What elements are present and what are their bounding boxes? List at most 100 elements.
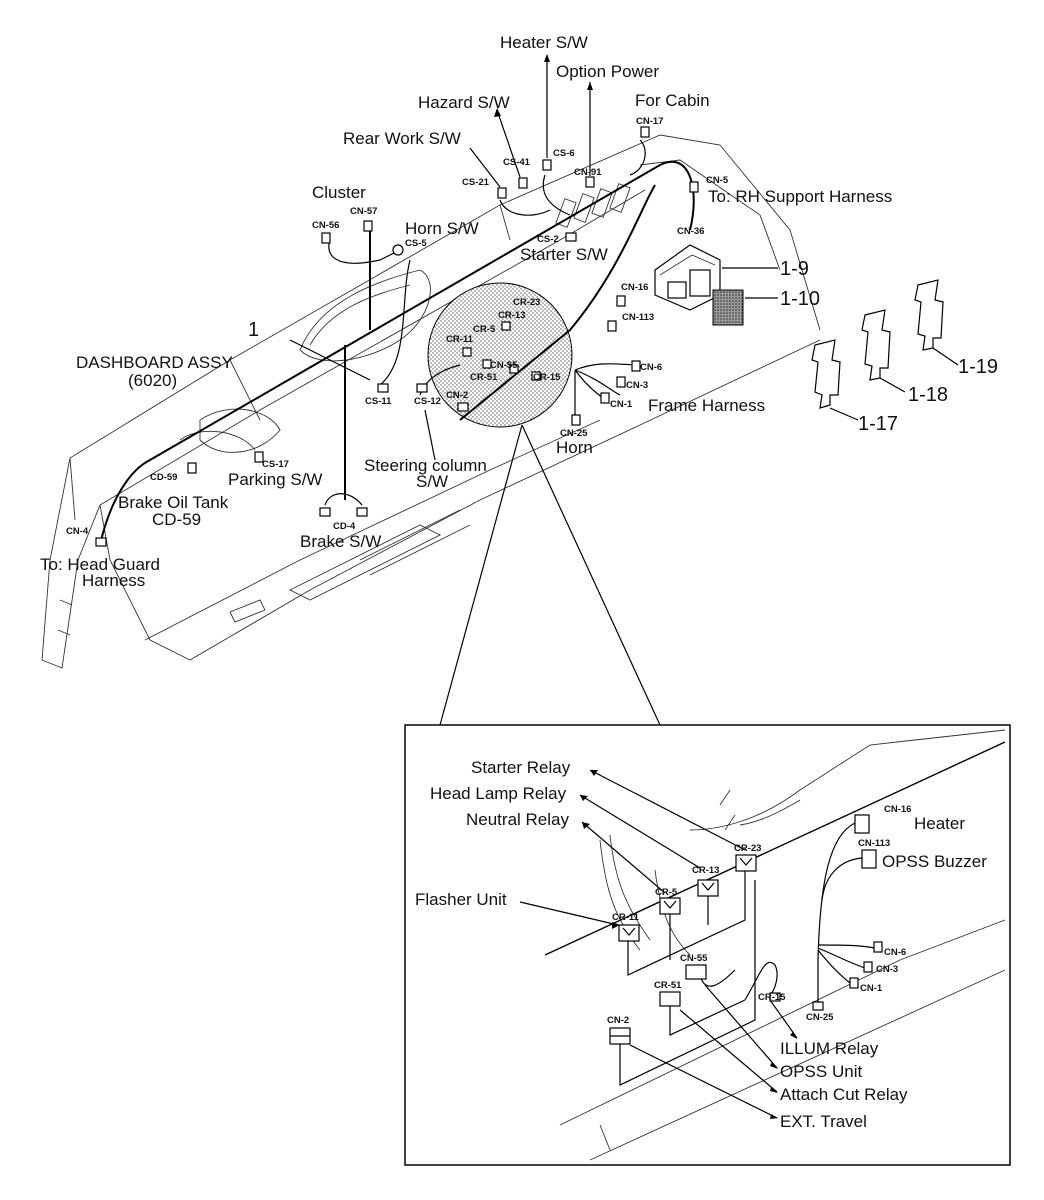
conn-cs12: CS-12 bbox=[414, 396, 441, 407]
detail-conn-cn16: CN-16 bbox=[884, 804, 911, 815]
label-neutral-relay: Neutral Relay bbox=[466, 810, 569, 829]
detail-conn-cn6: CN-6 bbox=[884, 947, 906, 958]
detail-wires bbox=[619, 822, 876, 1086]
label-attach-cut-relay: Attach Cut Relay bbox=[780, 1085, 908, 1104]
conn-cs5: CS-5 bbox=[405, 238, 427, 249]
conn-cn5: CN-5 bbox=[706, 175, 729, 186]
label-heater-sw: Heater S/W bbox=[500, 33, 588, 52]
label-to-head-guard-harness: Harness bbox=[82, 571, 145, 590]
conn-cs6: CS-6 bbox=[553, 148, 575, 159]
main-leaders bbox=[289, 54, 593, 461]
conn-cn25: CN-25 bbox=[560, 428, 588, 439]
pad-1-10 bbox=[712, 289, 744, 326]
label-for-cabin: For Cabin bbox=[635, 91, 710, 110]
label-ext-travel: EXT. Travel bbox=[780, 1112, 867, 1131]
label-option-power: Option Power bbox=[556, 62, 659, 81]
conn-cn113: CN-113 bbox=[622, 312, 654, 323]
label-parking-sw: Parking S/W bbox=[228, 470, 322, 489]
relay-module-1-9 bbox=[654, 244, 721, 311]
label-head-lamp-relay: Head Lamp Relay bbox=[430, 784, 567, 803]
conn-cn2: CN-2 bbox=[446, 390, 468, 401]
branch-wire-a bbox=[459, 184, 656, 421]
label-steering-column: Steering column bbox=[364, 456, 487, 475]
conn-cd59: CD-59 bbox=[150, 472, 177, 483]
part-number-1-17: 1-17 bbox=[858, 413, 898, 435]
label-starter-sw: Starter S/W bbox=[520, 245, 608, 264]
detail-conn-cr51: CR-51 bbox=[654, 980, 682, 991]
label-horn: Horn bbox=[556, 438, 593, 457]
label-horn-sw: Horn S/W bbox=[405, 219, 479, 238]
label-flasher-unit: Flasher Unit bbox=[415, 890, 507, 909]
detail-conn-cn2: CN-2 bbox=[607, 1015, 629, 1026]
label-rear-work-sw: Rear Work S/W bbox=[343, 129, 461, 148]
cs6-wire bbox=[542, 174, 571, 216]
magnifier-leader-right bbox=[521, 424, 661, 726]
conn-cs2: CS-2 bbox=[537, 234, 559, 245]
label-starter-relay: Starter Relay bbox=[471, 758, 571, 777]
main-connector-glyphs bbox=[95, 126, 699, 547]
label-opss-buzzer: OPSS Buzzer bbox=[882, 852, 987, 871]
detail-conn-cr23: CR-23 bbox=[734, 843, 761, 854]
detail-conn-cn55: CN-55 bbox=[680, 953, 708, 964]
detail-conn-cn113: CN-113 bbox=[858, 838, 890, 849]
conn-cr23: CR-23 bbox=[513, 297, 540, 308]
conn-cs41: CS-41 bbox=[503, 157, 531, 168]
magnifier-leader-left bbox=[439, 424, 523, 726]
part-number-1-18: 1-18 bbox=[908, 384, 948, 406]
part-number-1: 1 bbox=[248, 319, 259, 341]
label-to-head-guard: To: Head Guard bbox=[40, 555, 160, 574]
main-harness-wire bbox=[99, 160, 695, 546]
label-steering-column-sw: S/W bbox=[416, 472, 448, 491]
label-opss-unit: OPSS Unit bbox=[780, 1062, 862, 1081]
conn-cn4: CN-4 bbox=[66, 526, 89, 537]
cluster-wire bbox=[328, 239, 401, 264]
label-dashboard-code: (6020) bbox=[128, 371, 177, 390]
conn-cn3: CN-3 bbox=[626, 380, 648, 391]
part-number-1-9: 1-9 bbox=[780, 258, 809, 280]
frame-wires bbox=[574, 363, 641, 420]
bracket-1-17 bbox=[811, 339, 859, 421]
detail-conn-cr5: CR-5 bbox=[655, 887, 678, 898]
detail-conn-cr15: CR-15 bbox=[758, 992, 786, 1003]
detail-conn-cr11: CR-11 bbox=[612, 912, 640, 923]
label-dashboard-assy: DASHBOARD ASSY bbox=[76, 353, 233, 372]
conn-cn6: CN-6 bbox=[640, 362, 662, 373]
cs-wire bbox=[499, 199, 551, 216]
label-cluster: Cluster bbox=[312, 183, 366, 202]
conn-cr15: CR-15 bbox=[533, 372, 561, 383]
magnifier-circle bbox=[427, 282, 573, 428]
label-hazard-sw: Hazard S/W bbox=[418, 93, 510, 112]
label-frame-harness: Frame Harness bbox=[648, 396, 765, 415]
conn-cd4: CD-4 bbox=[333, 521, 356, 532]
detail-conn-cn25: CN-25 bbox=[806, 1012, 834, 1023]
conn-cr51: CR-51 bbox=[470, 372, 498, 383]
part-number-1-10: 1-10 bbox=[780, 288, 820, 310]
detail-conn-cn1: CN-1 bbox=[860, 983, 883, 994]
label-brake-sw: Brake S/W bbox=[300, 532, 381, 551]
conn-cn57: CN-57 bbox=[350, 206, 377, 217]
conn-cs17: CS-17 bbox=[262, 459, 289, 470]
conn-cn55: CN-55 bbox=[490, 360, 518, 371]
conn-cs11: CS-11 bbox=[365, 396, 392, 407]
conn-cr5: CR-5 bbox=[473, 324, 496, 335]
detail-conn-cr13: CR-13 bbox=[692, 865, 719, 876]
conn-cn16: CN-16 bbox=[621, 282, 648, 293]
bracket-1-19 bbox=[914, 279, 959, 366]
detail-leaders bbox=[519, 769, 798, 1119]
label-heater: Heater bbox=[914, 814, 965, 833]
label-to-rh-support: To: RH Support Harness bbox=[708, 187, 892, 206]
label-brake-oil-tank: Brake Oil Tank bbox=[118, 493, 229, 512]
cn17-wire bbox=[629, 139, 646, 176]
label-illum-relay: ILLUM Relay bbox=[780, 1039, 879, 1058]
branch-wire-brake-fork bbox=[324, 493, 363, 506]
detail-inset-frame bbox=[404, 724, 1011, 1166]
conn-cn91: CN-91 bbox=[574, 167, 602, 178]
conn-cr13: CR-13 bbox=[498, 310, 525, 321]
part-number-1-19: 1-19 bbox=[958, 356, 998, 378]
conn-cr11: CR-11 bbox=[446, 334, 474, 345]
conn-cn36: CN-36 bbox=[677, 226, 704, 237]
label-brake-oil-code: CD-59 bbox=[152, 510, 201, 529]
detail-connector-glyphs bbox=[609, 814, 883, 1045]
